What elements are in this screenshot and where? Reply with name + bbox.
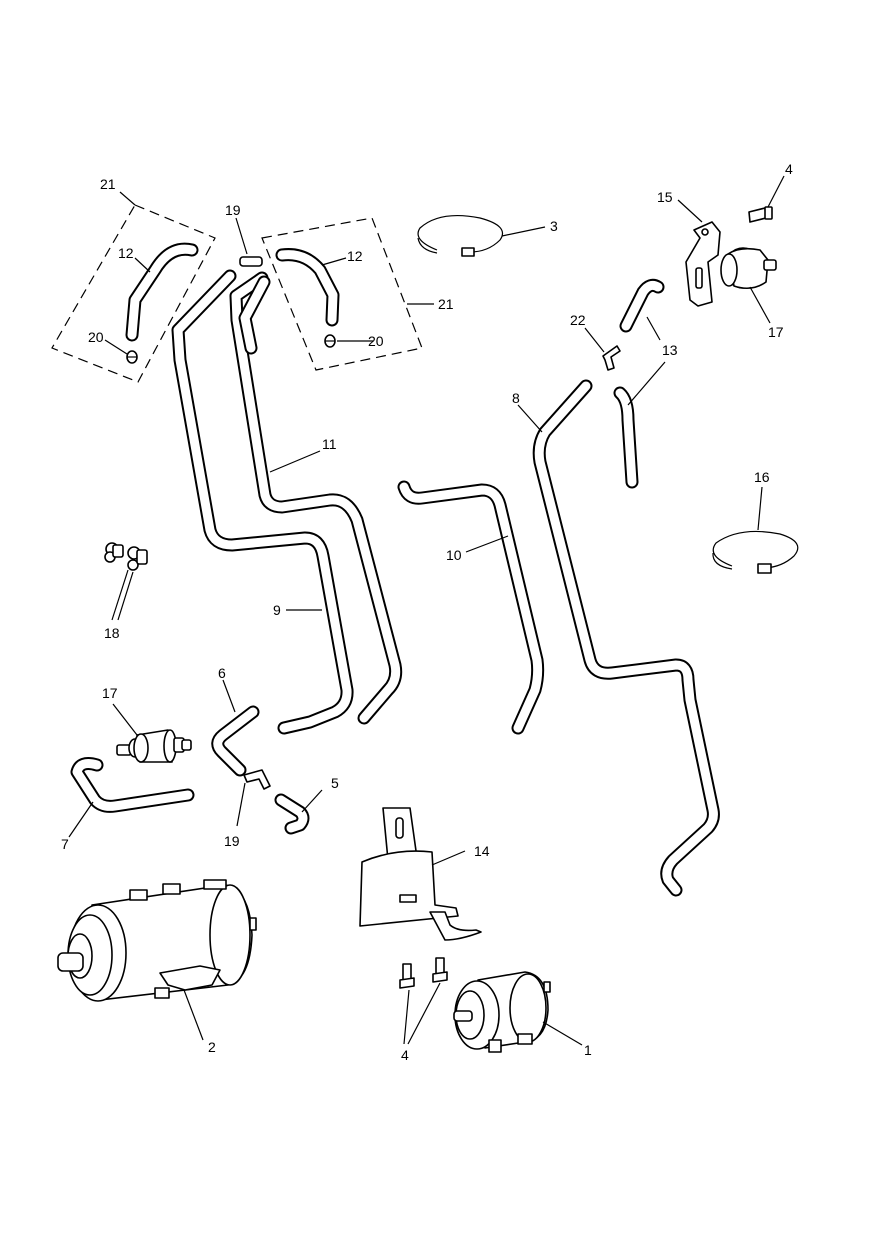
callout-17-left: 17 (102, 685, 118, 701)
filter-17-left (116, 729, 192, 763)
hose-5 (274, 793, 310, 835)
t-connector-22 (602, 345, 621, 371)
callout-22: 22 (570, 312, 586, 328)
callout-21-left: 21 (100, 176, 116, 192)
callout-1: 1 (584, 1042, 592, 1058)
bolt-4-top (748, 206, 773, 223)
callout-4-top: 4 (785, 161, 793, 177)
callout-17-top: 17 (768, 324, 784, 340)
callout-11: 11 (322, 436, 337, 452)
callout-10: 10 (446, 547, 462, 563)
clamp-3 (417, 214, 504, 257)
hose-11 (229, 271, 403, 725)
filter-1 (453, 971, 551, 1053)
callout-20-right: 20 (368, 333, 384, 349)
bolts-4-pair (399, 957, 448, 989)
filter-17-top (720, 247, 777, 290)
hose-10 (397, 480, 545, 735)
callout-7: 7 (61, 836, 69, 852)
callout-15: 15 (657, 189, 673, 205)
hose-12-left (125, 242, 199, 342)
callout-2: 2 (208, 1039, 216, 1055)
callout-8: 8 (512, 390, 520, 406)
callout-16: 16 (754, 469, 770, 485)
hose-12-right (275, 248, 340, 327)
callout-18: 18 (104, 625, 120, 641)
clamp-16 (712, 530, 799, 574)
clips-18 (104, 542, 148, 571)
ring-20-left (126, 350, 138, 364)
hose-9 (171, 269, 354, 735)
bracket-14 (359, 807, 482, 941)
callout-19-bottom: 19 (224, 833, 240, 849)
canister-2 (57, 879, 257, 1002)
callout-9: 9 (273, 602, 281, 618)
t-connector-19-bottom (243, 769, 271, 790)
callout-6: 6 (218, 665, 226, 681)
callout-14: 14 (474, 843, 490, 859)
hose-13-lower (613, 386, 639, 489)
callout-12-right: 12 (347, 248, 363, 264)
callout-21-right: 21 (438, 296, 454, 312)
callout-3: 3 (550, 218, 558, 234)
callout-20-left: 20 (88, 329, 104, 345)
kit-box-left (51, 204, 216, 383)
hose-6 (211, 705, 260, 777)
bracket-15 (685, 221, 721, 307)
ring-20-right (324, 334, 336, 348)
callout-labels: 21 12 20 19 12 20 21 3 15 4 17 22 13 8 1… (61, 161, 793, 1063)
leaders (68, 175, 785, 1046)
callout-13: 13 (662, 342, 678, 358)
hose-11-connector (238, 275, 271, 355)
hose-13-upper (619, 278, 665, 333)
callout-4-bottom: 4 (401, 1047, 409, 1063)
connector-19-top (239, 256, 263, 267)
callout-5: 5 (331, 775, 339, 791)
callout-19-top: 19 (225, 202, 241, 218)
hose-7 (70, 757, 195, 813)
hose-8 (532, 379, 720, 897)
kit-box-right (261, 217, 423, 371)
callout-12-left: 12 (118, 245, 134, 261)
